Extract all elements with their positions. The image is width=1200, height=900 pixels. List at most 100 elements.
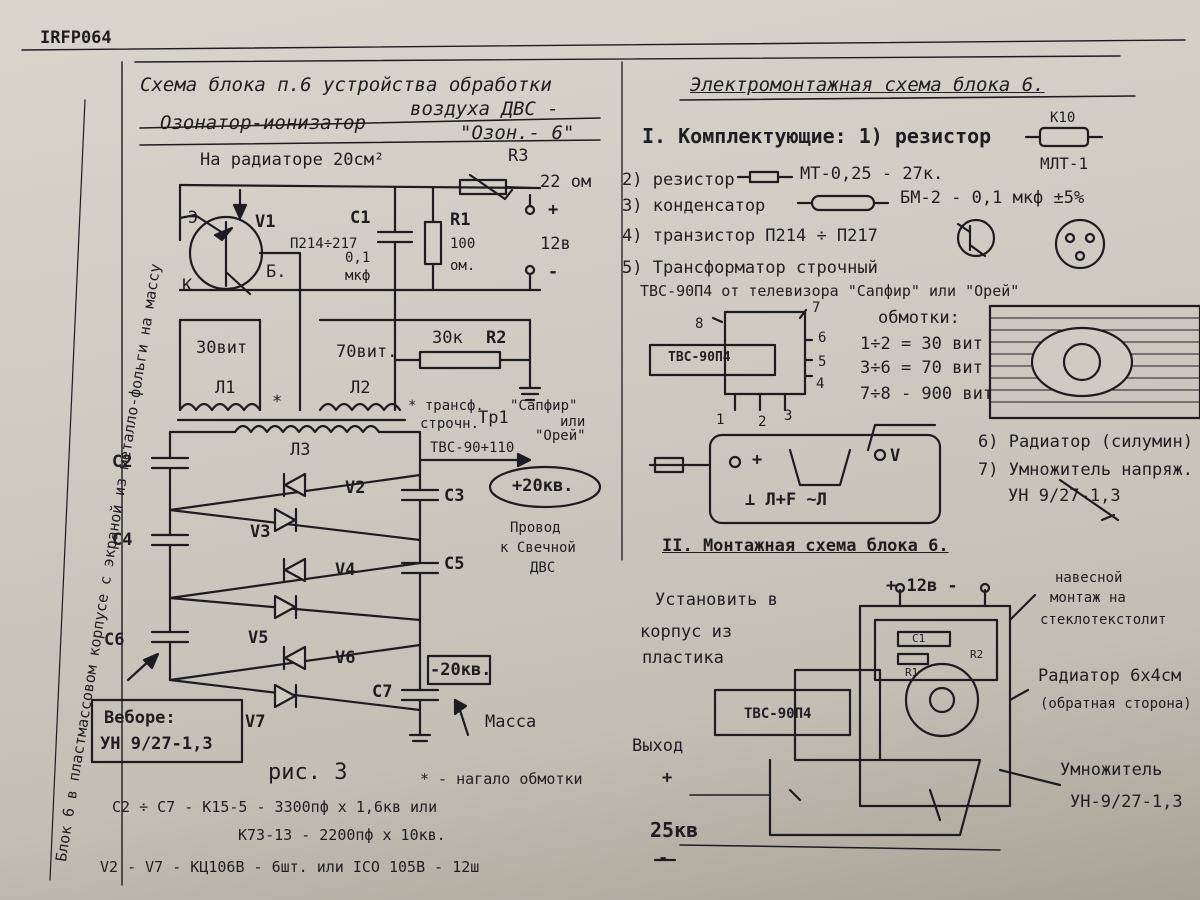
- section-1: I. Комплектующие: 1) резистор: [642, 124, 992, 148]
- diode-v5: [273, 594, 298, 620]
- label-r1-val: 100: [450, 236, 476, 252]
- mult-v: V: [890, 446, 901, 466]
- pin-7: 7: [812, 300, 821, 316]
- label-w30: 30вит: [196, 338, 248, 358]
- label-r1-unit: ом.: [450, 258, 476, 274]
- label-tvs: ТВС-90+110: [430, 440, 515, 456]
- left-title-3: Озонатор-ионизатор: [160, 112, 366, 134]
- label-r2-val: 30к: [432, 328, 463, 348]
- supply-label: + 12в -: [886, 576, 958, 596]
- board-r1-label: R1: [905, 666, 919, 679]
- winding-2: 3÷6 = 70 вит: [860, 358, 983, 378]
- vebore-1: Веборе:: [104, 708, 176, 728]
- right-title: Электромонтажная схема блока 6.: [690, 74, 1045, 96]
- item-7-val: УН 9/27-1,3: [1008, 486, 1121, 506]
- install-2: корпус из: [640, 622, 733, 642]
- diode-v4: [282, 557, 307, 583]
- figure-label: рис. 3: [268, 760, 348, 785]
- windings-title: обмотки:: [878, 308, 960, 328]
- pin-2: 2: [758, 414, 767, 430]
- item-7: 7) Умножитель напряж.: [978, 460, 1193, 480]
- diode-v2: [282, 472, 307, 498]
- label-v5: V5: [248, 628, 269, 648]
- label-v4: V4: [335, 560, 356, 580]
- coil-l3: [233, 424, 381, 434]
- diode-v7: [273, 683, 298, 709]
- label-c1-val: 0,1: [345, 250, 371, 266]
- item-4: 4) транзистор П214 ÷ П217: [622, 226, 878, 246]
- label-c7: С7: [372, 682, 393, 702]
- label-r3-val: 22 ом: [540, 172, 592, 192]
- pin-4: 4: [816, 376, 825, 392]
- pin-5: 5: [818, 354, 827, 370]
- hang-3: стеклотекстолит: [1040, 612, 1167, 628]
- radiator-1: Радиатор 6x4см: [1038, 666, 1182, 686]
- label-k: К: [182, 276, 193, 296]
- label-tr1: Тр1: [478, 408, 509, 428]
- resistor-mt-icon: [748, 170, 780, 184]
- label-w70: 70вит.: [336, 342, 398, 362]
- capacitor-bm-icon: [810, 194, 876, 212]
- hang-2: монтаж на: [1050, 590, 1126, 606]
- left-title-name: "Озон.- 6": [460, 122, 575, 144]
- install-3: пластика: [642, 648, 724, 668]
- label-sapfir: "Сапфир": [510, 398, 578, 414]
- assembly-board: [858, 604, 1012, 808]
- out-label: Выход: [632, 736, 684, 756]
- assembly-tvs: [713, 688, 852, 737]
- label-plus20: +20кв.: [512, 476, 574, 496]
- parts-line-2: К73-13 - 2200пф x 10кв.: [238, 826, 446, 844]
- mlt-label: МЛТ-1: [1040, 154, 1089, 173]
- pin-8: 8: [695, 316, 704, 332]
- item-5: 5) Трансформатор строчный: [622, 258, 878, 278]
- board-c1-label: С1: [912, 632, 926, 645]
- kv-label: 25кв: [650, 818, 699, 842]
- out-minus: -: [658, 848, 669, 868]
- label-e: Э: [188, 208, 199, 228]
- section-2: II. Монтажная схема блока 6.: [662, 536, 949, 556]
- radiator-icon: [988, 304, 1200, 420]
- doc-code: IRFP064: [40, 28, 112, 48]
- label-v1: V1: [255, 212, 276, 232]
- plus20-callout: [488, 465, 602, 509]
- label-orey: "Орей": [535, 428, 586, 444]
- label-b: Б.: [266, 262, 287, 282]
- item-6: 6) Радиатор (силумин): [978, 432, 1193, 452]
- tvs-transformer-icon: [648, 343, 777, 377]
- label-wire2: к Свечной: [500, 540, 576, 556]
- label-wire1: Провод: [510, 520, 561, 536]
- hang-1: навесной: [1055, 570, 1123, 586]
- label-r2: R2: [486, 328, 507, 348]
- label-star1: *: [272, 392, 283, 412]
- vebore-2: УН 9/27-1,3: [100, 734, 213, 754]
- item-3: 3) конденсатор: [622, 196, 766, 216]
- multiplier-icon: [708, 433, 942, 525]
- label-c6: С6: [104, 630, 125, 650]
- item-5b: ТВС-90П4 от телевизора "Сапфир" или "Оре…: [640, 282, 1020, 300]
- label-v2: V2: [345, 478, 366, 498]
- board-r2-label: R2: [970, 648, 984, 661]
- install-1: Установить в: [655, 590, 778, 610]
- coil-l2: [318, 402, 402, 412]
- title-underline: [139, 95, 1136, 146]
- mult-marks: ⊥ Л+F ~Л: [745, 490, 827, 510]
- board-tvs-label: ТВС-90П4: [744, 706, 812, 722]
- resistor-k10-icon: [1038, 126, 1090, 148]
- item-3-val: БМ-2 - 0,1 мкф ±5%: [900, 188, 1085, 208]
- label-r3: R3: [508, 146, 529, 166]
- label-v3: V3: [250, 522, 271, 542]
- label-l3: Л3: [290, 440, 311, 460]
- left-title-2: воздуха ДВС -: [410, 98, 559, 120]
- out-plus: +: [662, 768, 673, 788]
- left-title-1: Схема блока п.6 устройства обработки: [140, 74, 552, 96]
- resistor-r2: [418, 350, 502, 370]
- star-note: * - нагало обмотки: [420, 770, 583, 788]
- label-c1: С1: [350, 208, 371, 228]
- label-c4: С4: [112, 530, 133, 550]
- page-border: [21, 39, 1186, 886]
- label-volt: 12в: [540, 234, 571, 254]
- label-mass: Масса: [485, 712, 537, 732]
- radiator-2: (обратная сторона): [1040, 696, 1192, 712]
